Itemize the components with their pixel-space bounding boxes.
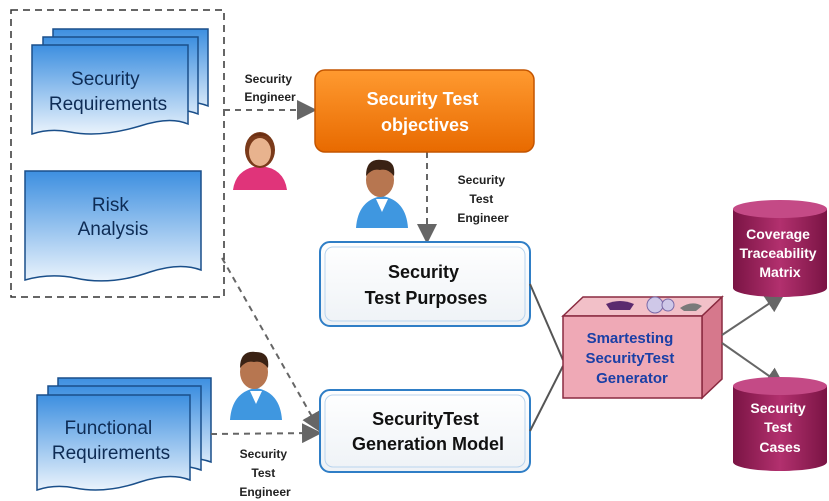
svg-text:Coverage Traceability: Coverage Traceability Matrix <box>740 226 821 280</box>
security-test-cases-cylinder: Security Test Cases <box>733 377 827 471</box>
male-engineer-icon-bottom <box>230 351 282 420</box>
line-purposes-to-generator <box>529 283 564 361</box>
security-requirements-label-2: Requirements <box>49 94 167 115</box>
svg-text:Functional Requirements: Functional Requirements <box>52 418 170 464</box>
risk-analysis-label-2: Analysis <box>78 219 149 240</box>
security-test-engineer-label-bottom: Security Test Engineer <box>239 447 291 499</box>
svg-text:Security Requirements: Security Requirements <box>49 69 167 115</box>
svg-text:Smartesting SecurityTest: Smartesting SecurityTest Generator <box>585 330 678 387</box>
security-requirements-document: Security Requirements <box>31 28 209 136</box>
female-engineer-icon <box>233 132 287 190</box>
functional-requirements-label-2: Requirements <box>52 443 170 464</box>
svg-text:Security Test objective: Security Test objectives <box>367 89 484 135</box>
line-model-to-generator <box>529 365 564 432</box>
svg-text:Risk Analysis: Risk Analysis <box>78 195 149 240</box>
risk-analysis-document: Risk Analysis <box>24 170 202 282</box>
coverage-traceability-cylinder: Coverage Traceability Matrix <box>733 200 827 297</box>
svg-text:Security Test Case: Security Test Cases <box>750 400 809 455</box>
svg-text:SecurityTest Generation: SecurityTest Generation Model <box>352 409 504 454</box>
svg-text:Security Test Purposes: Security Test Purposes <box>365 262 488 308</box>
input-group-border <box>10 9 225 298</box>
security-requirements-label-1: Security <box>71 69 140 90</box>
security-engineer-label: Security Engineer <box>244 72 296 104</box>
functional-requirements-document: Functional Requirements <box>36 377 212 492</box>
arrow-functional-to-model <box>210 423 322 444</box>
male-engineer-icon-top <box>356 159 408 228</box>
functional-requirements-label-1: Functional <box>65 418 153 439</box>
security-test-objectives-box: Security Test objectives <box>314 69 535 153</box>
generation-model-box: SecurityTest Generation Model <box>319 389 531 473</box>
security-test-engineer-label-top: Security Test Engineer <box>457 173 509 225</box>
arrow-generator-to-coverage <box>721 292 786 336</box>
risk-analysis-label-1: Risk <box>92 195 129 216</box>
smartesting-generator-box: Smartesting SecurityTest Generator <box>561 295 724 400</box>
security-test-purposes-box: Security Test Purposes <box>319 241 531 327</box>
